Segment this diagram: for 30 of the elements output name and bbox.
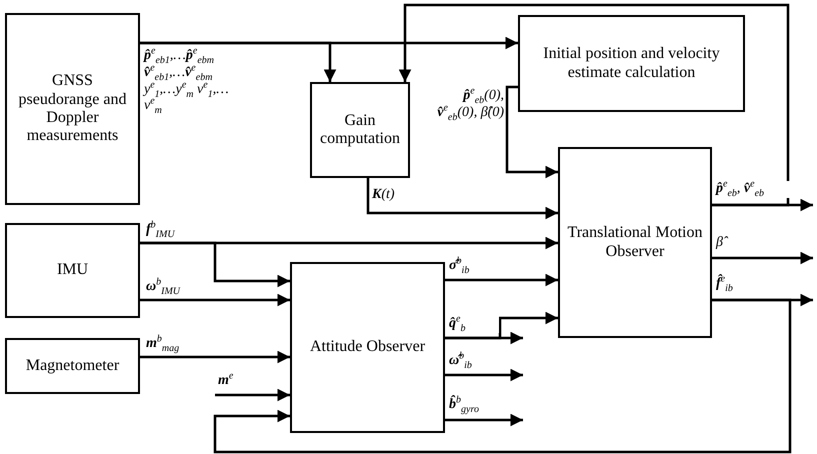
block-label: Initial position and velocity estimate calculation — [542, 45, 721, 82]
arrow — [445, 368, 523, 382]
block-box — [5, 13, 140, 205]
arrow — [140, 350, 290, 364]
arrow — [215, 388, 290, 402]
arrow — [712, 294, 813, 306]
arrow — [445, 274, 558, 286]
block-box — [5, 223, 140, 318]
block-label: Translational Motion Observer — [566, 224, 704, 261]
block-box — [310, 82, 410, 178]
arrow — [445, 414, 523, 426]
arrow — [445, 332, 523, 344]
arrow — [712, 198, 813, 212]
block-box — [290, 262, 445, 433]
arrow — [712, 252, 813, 264]
block-label: Magnetometer — [26, 356, 120, 376]
arrow — [214, 298, 792, 454]
block-label: Attitude Observer — [310, 338, 426, 357]
block-label: Gain computation — [319, 112, 401, 148]
arrow — [506, 86, 558, 178]
block-box — [5, 338, 140, 394]
arrow — [140, 242, 290, 288]
arrow — [398, 4, 790, 206]
block-label: IMU — [56, 261, 88, 280]
arrow — [140, 36, 518, 50]
block-box — [558, 147, 712, 338]
arrow — [140, 294, 290, 306]
block-label: GNSS pseudorange and Doppler measurements — [18, 72, 128, 146]
arrow — [366, 178, 558, 220]
block-box — [518, 15, 745, 112]
